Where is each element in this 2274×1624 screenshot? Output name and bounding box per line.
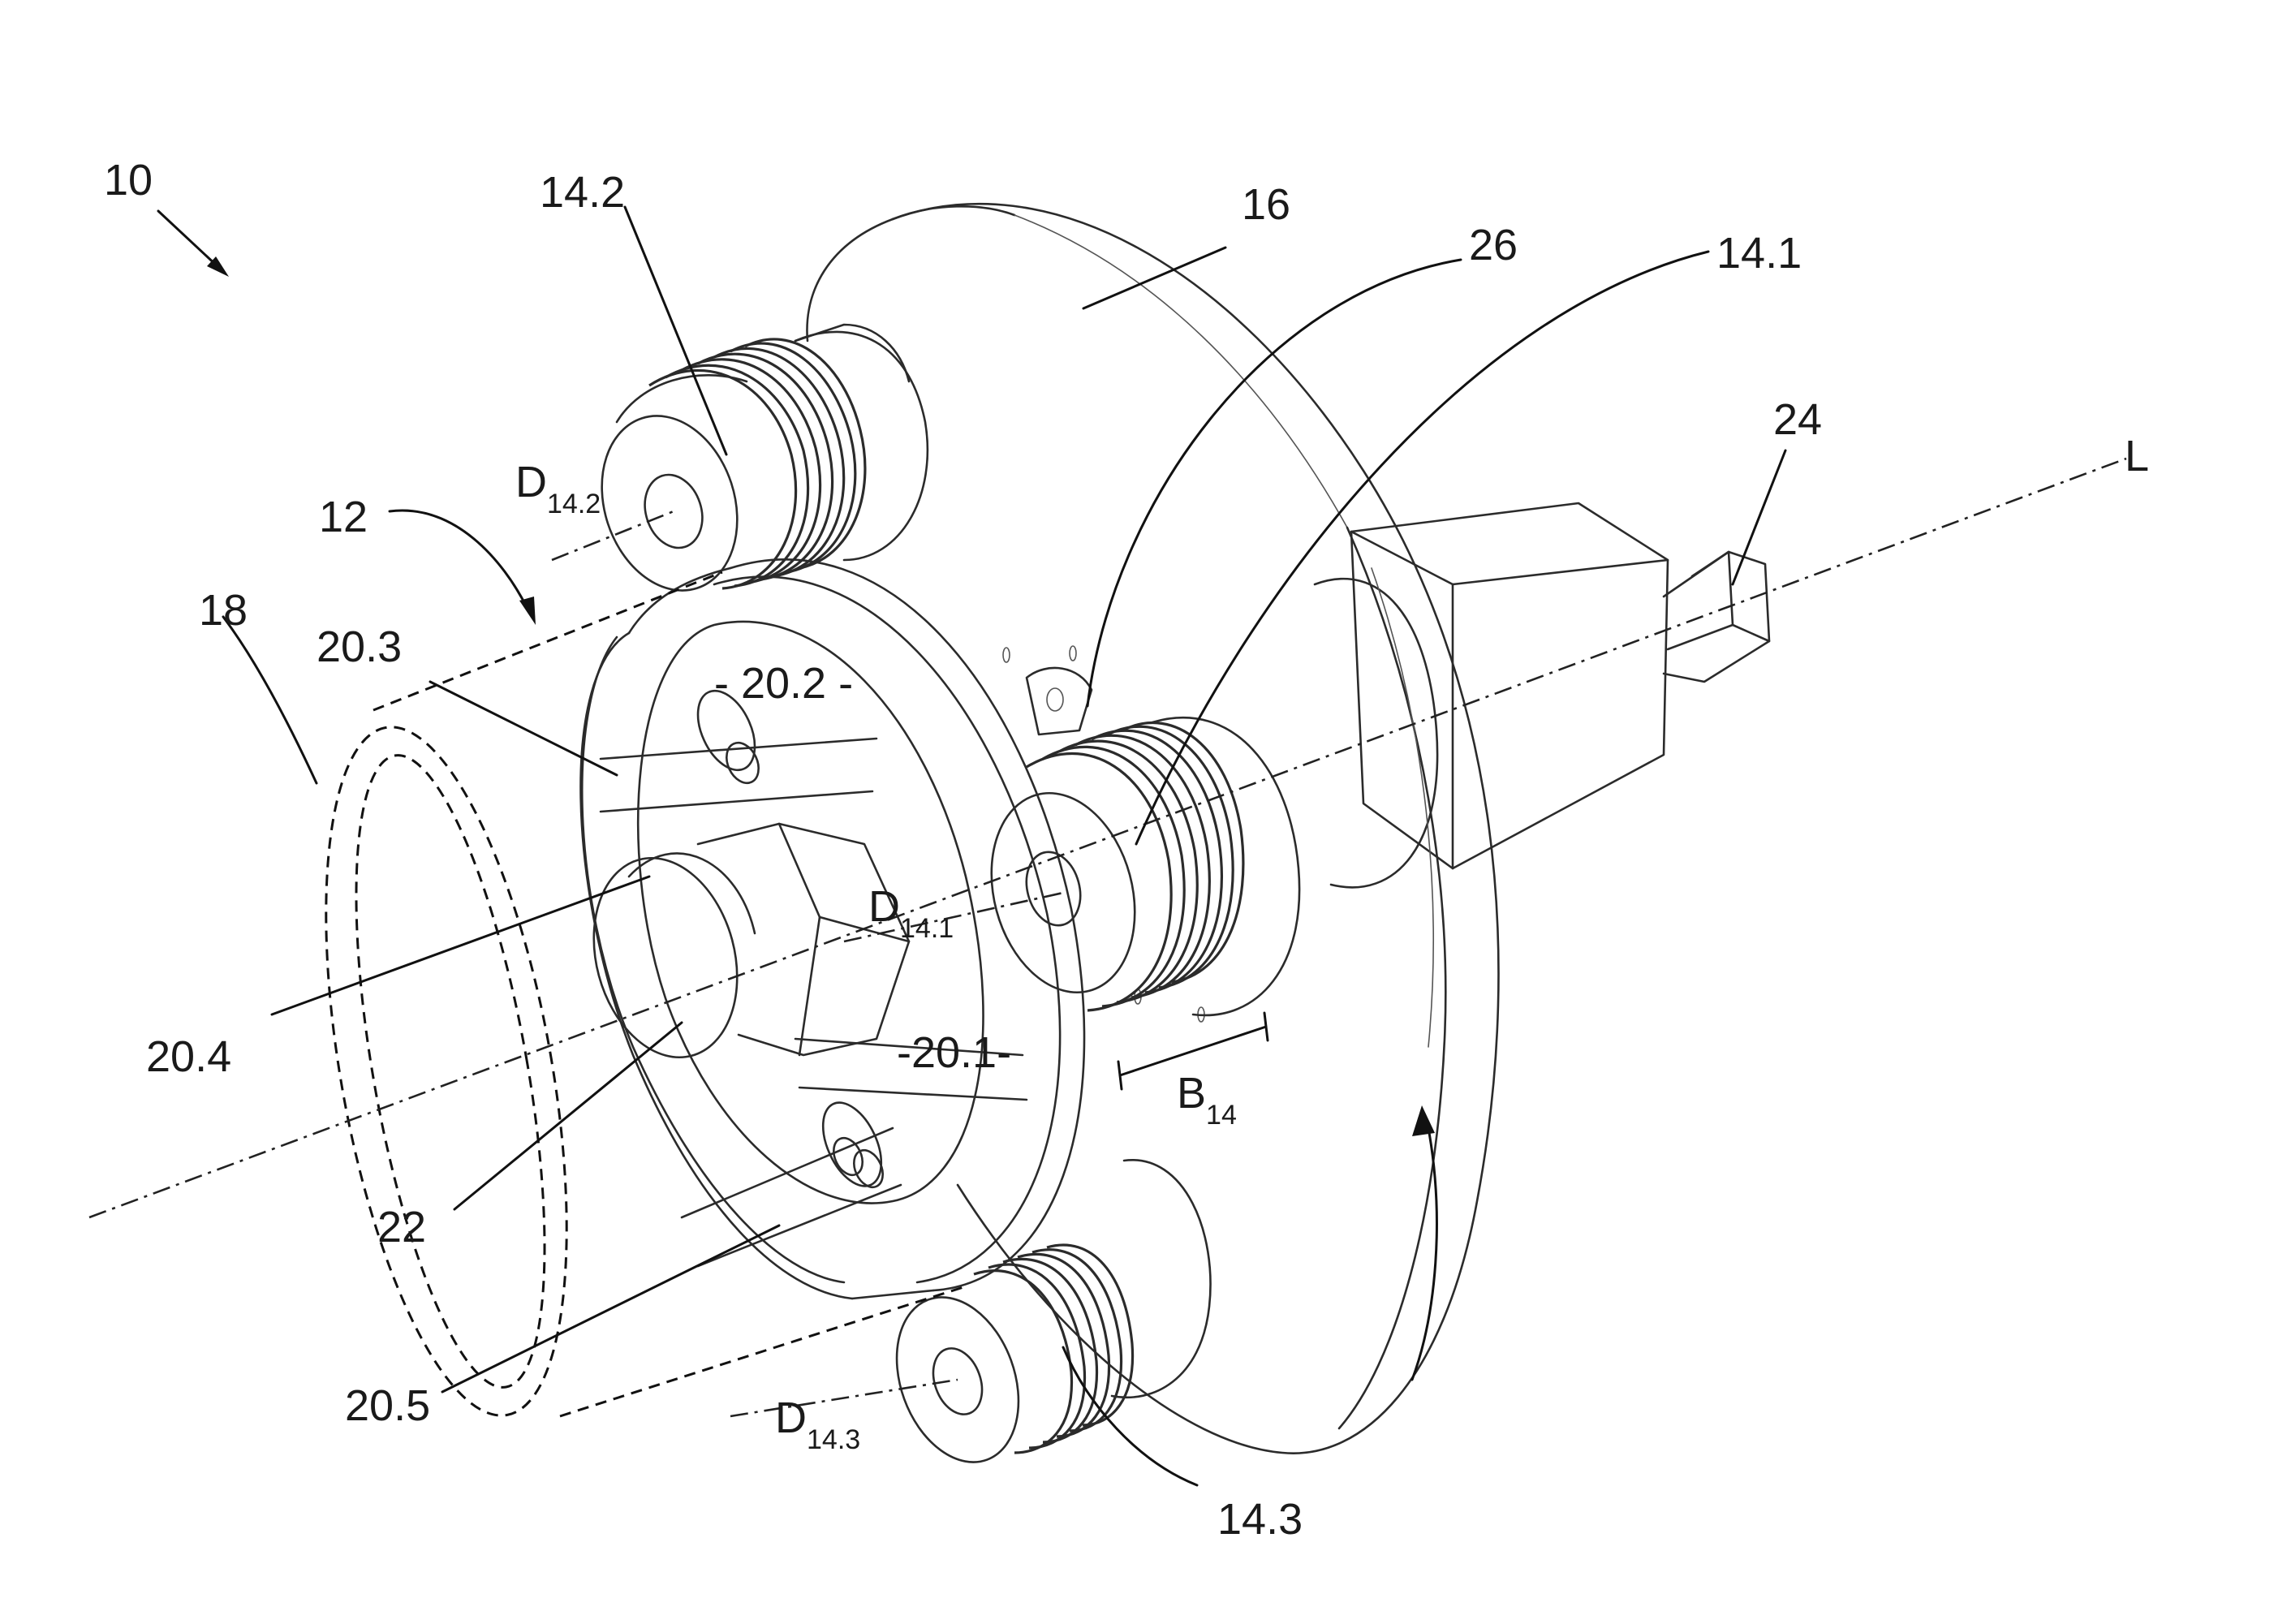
label-16: 16 <box>1242 180 1290 229</box>
roller-14-2 <box>580 325 928 608</box>
label-18: 18 <box>199 586 248 635</box>
label-10: 10 <box>104 156 153 205</box>
roller-14-3 <box>875 1160 1210 1479</box>
label-b14: B14 <box>1177 1069 1237 1131</box>
label-14-2: 14.2 <box>540 168 625 217</box>
axis-d14-3 <box>730 1380 958 1416</box>
roller-14-1 <box>971 668 1300 1015</box>
workpiece-22 <box>573 824 909 1074</box>
label-L: L <box>2125 432 2149 480</box>
axes <box>89 459 2126 1416</box>
axis-L <box>89 459 2126 1217</box>
reference-labels: 10 14.2 16 26 14.1 24 L 12 18 20.3 - 20.… <box>104 156 2149 1544</box>
label-20-3: 20.3 <box>317 622 402 671</box>
drive-housing <box>1315 503 1769 887</box>
phantom-workpiece-18 <box>282 572 966 1433</box>
leader-lines <box>158 207 1785 1485</box>
label-26: 26 <box>1469 221 1518 269</box>
label-12: 12 <box>319 493 368 541</box>
label-22: 22 <box>377 1203 426 1251</box>
label-20-5: 20.5 <box>345 1381 430 1430</box>
disc-16 <box>807 204 1498 1454</box>
label-24: 24 <box>1773 395 1822 444</box>
label-14-3: 14.3 <box>1217 1495 1303 1544</box>
label-20-1: -20.1- <box>897 1028 1011 1077</box>
label-d14-2: D14.2 <box>515 458 601 519</box>
label-d14-3: D14.3 <box>775 1394 860 1455</box>
label-14-1: 14.1 <box>1716 229 1802 278</box>
label-20-4: 20.4 <box>146 1032 231 1081</box>
label-20-2: - 20.2 - <box>714 659 853 708</box>
